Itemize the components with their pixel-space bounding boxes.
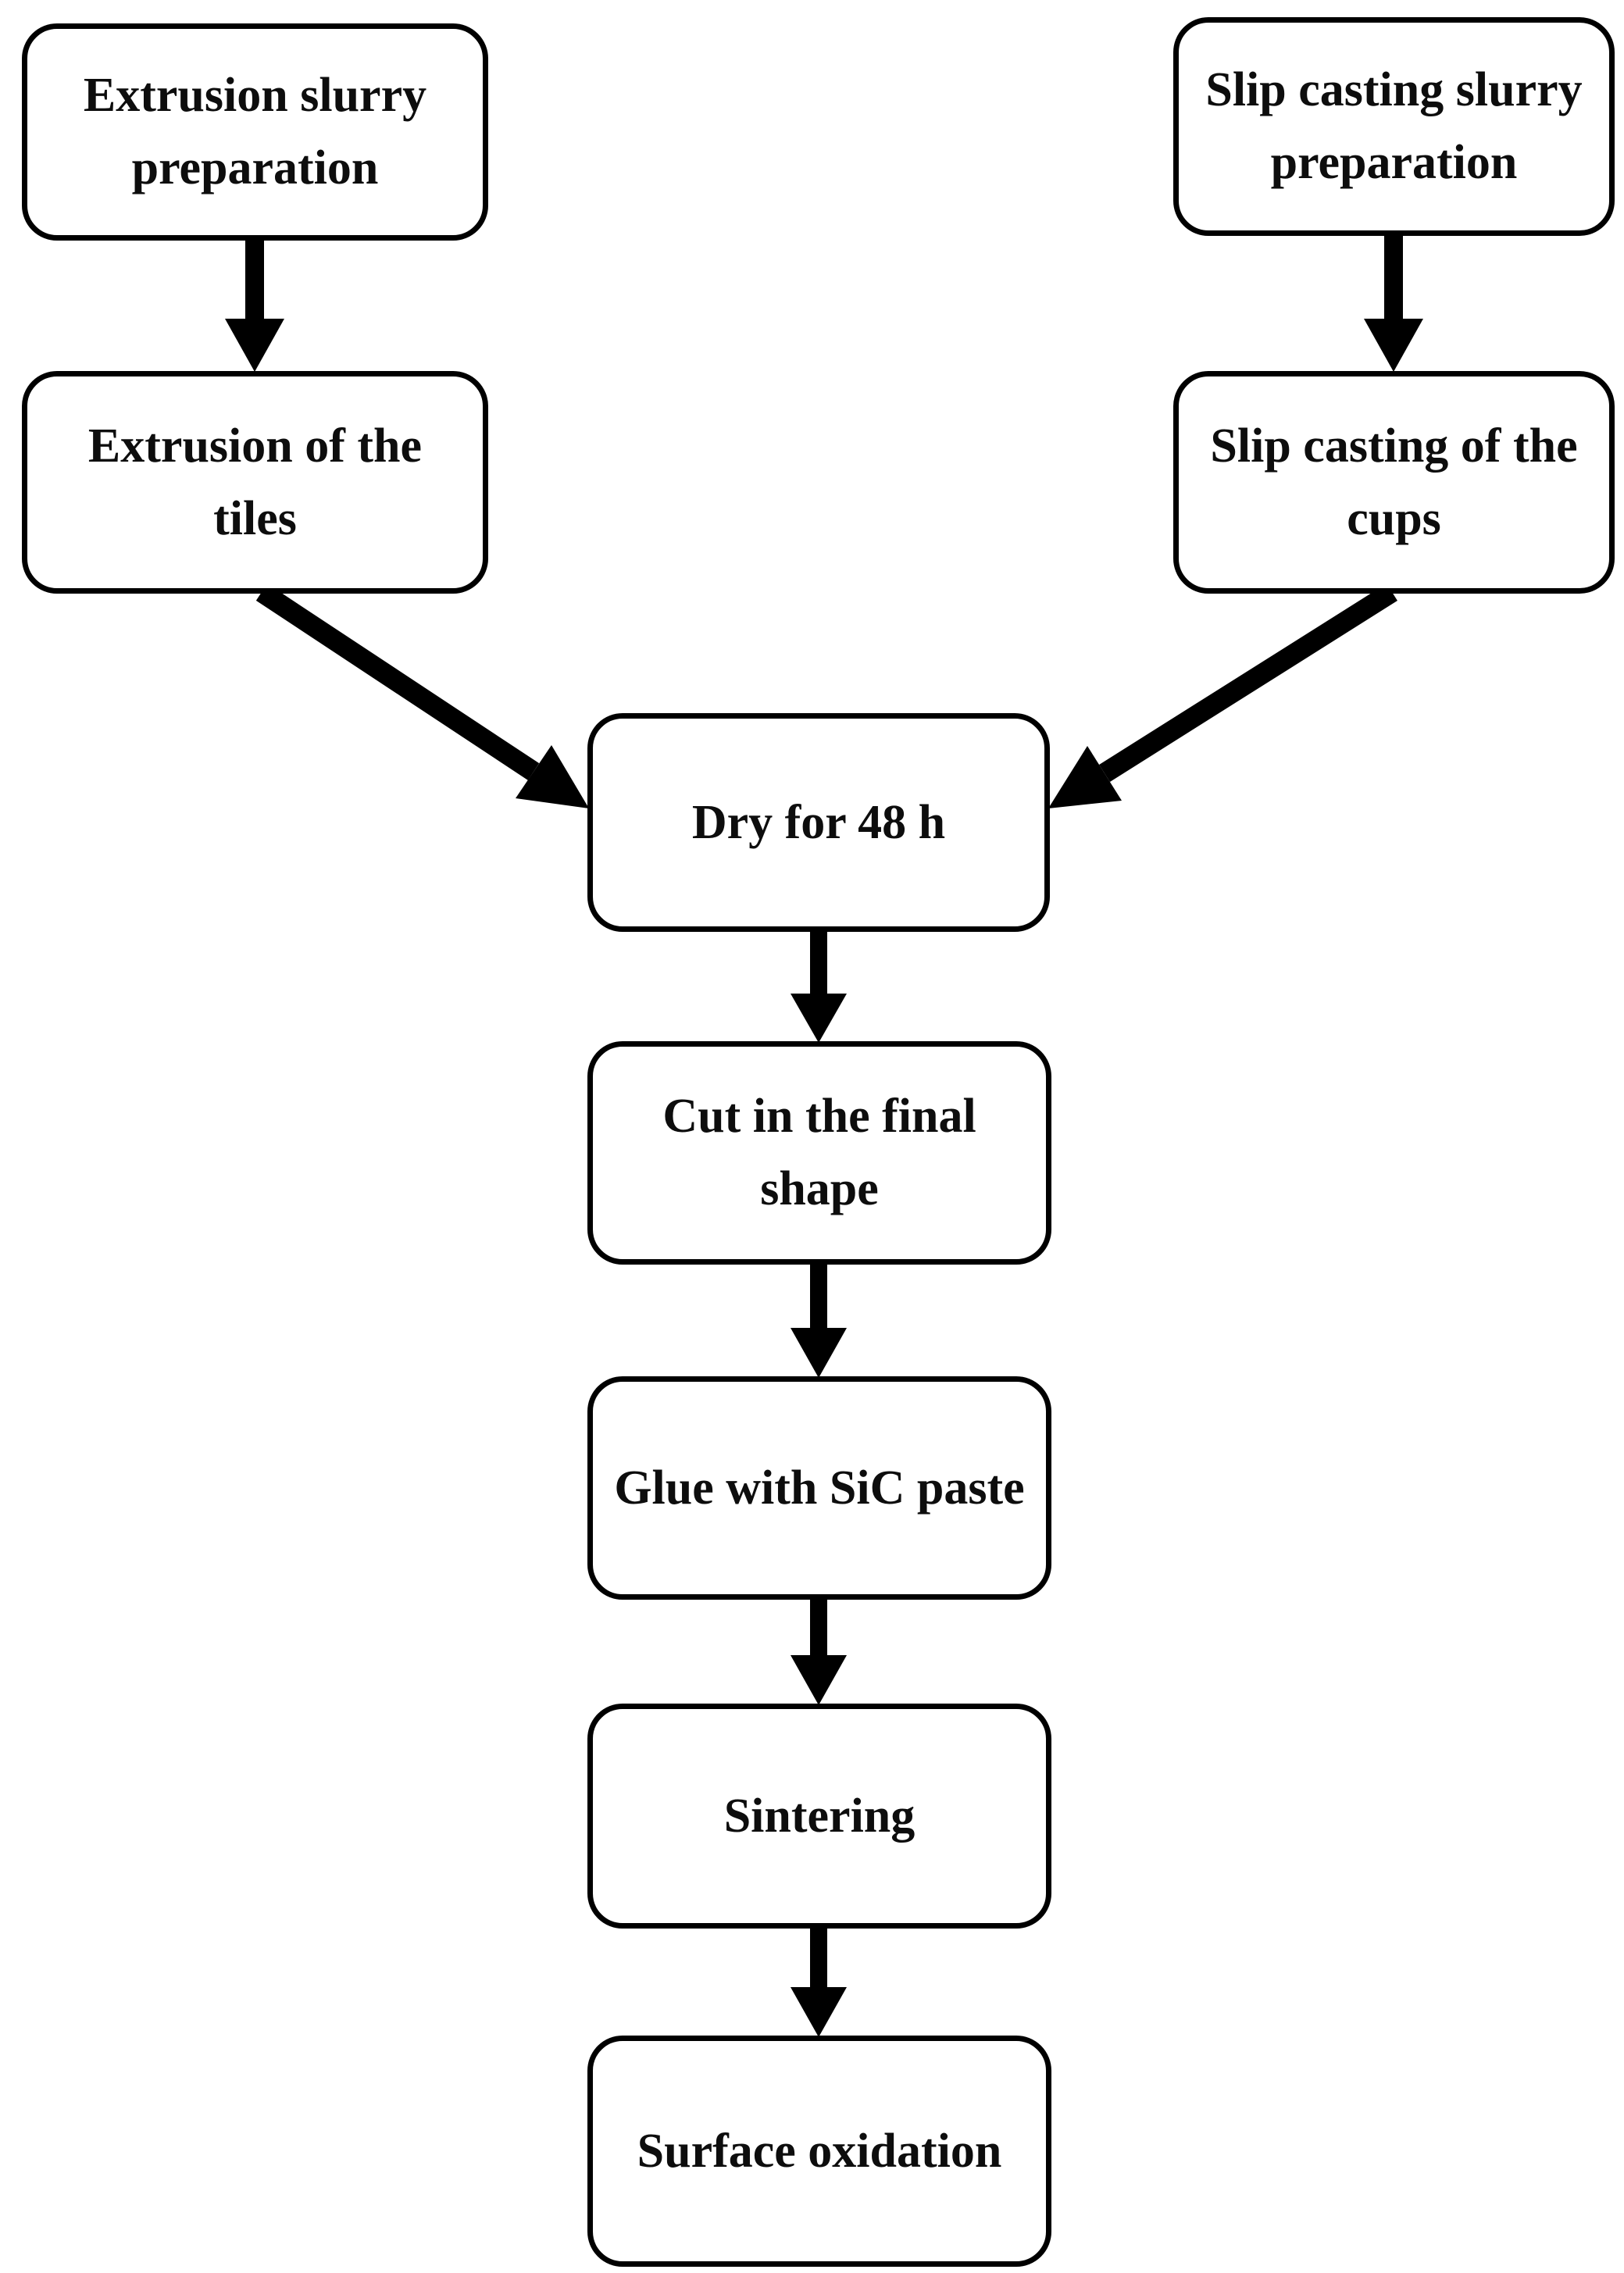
- arrow-extrusion-tiles-to-dry: [255, 583, 589, 808]
- node-slip-casting-of-the-cups: Slip casting of the cups: [1173, 371, 1615, 594]
- node-label: cups: [1347, 491, 1441, 545]
- node-dry-for-48-h: Dry for 48 h: [587, 713, 1050, 932]
- node-label: Extrusion of the: [87, 419, 423, 473]
- node-label: tiles: [213, 491, 297, 545]
- arrow-slip-slurry-to-slip-cups: [1364, 234, 1423, 372]
- node-label: preparation: [131, 141, 379, 194]
- node-surface-oxidation: Surface oxidation: [587, 2036, 1051, 2267]
- node-extrusion-slurry-preparation: Extrusion slurry preparation: [22, 23, 488, 241]
- node-label: Surface oxidation: [637, 2124, 1002, 2178]
- arrow-dry-to-cut: [791, 930, 847, 1043]
- node-label: preparation: [1270, 136, 1518, 189]
- node-label: Slip casting slurry: [1205, 63, 1583, 116]
- arrow-slip-cups-to-dry: [1048, 583, 1397, 808]
- arrow-cut-to-glue: [791, 1263, 847, 1378]
- node-cut-in-the-final-shape: Cut in the final shape: [587, 1041, 1051, 1265]
- node-label: Slip casting of the: [1210, 419, 1578, 473]
- node-label: Extrusion slurry: [83, 69, 427, 122]
- arrow-extrusion-slurry-to-extrusion-tiles: [225, 239, 284, 372]
- node-extrusion-of-the-tiles: Extrusion of the tiles: [22, 371, 488, 594]
- node-label: shape: [760, 1162, 879, 1215]
- node-label: Sintering: [723, 1789, 916, 1843]
- node-label: Glue with SiC paste: [614, 1461, 1025, 1515]
- node-sintering: Sintering: [587, 1704, 1051, 1929]
- node-slip-casting-slurry-preparation: Slip casting slurry preparation: [1173, 17, 1615, 236]
- node-label: Cut in the final: [662, 1090, 976, 1143]
- node-label: Dry for 48 h: [691, 795, 946, 849]
- node-glue-with-sic-paste: Glue with SiC paste: [587, 1376, 1051, 1600]
- arrow-sintering-to-surface-oxidation: [791, 1927, 847, 2037]
- arrow-glue-to-sintering: [791, 1598, 847, 1705]
